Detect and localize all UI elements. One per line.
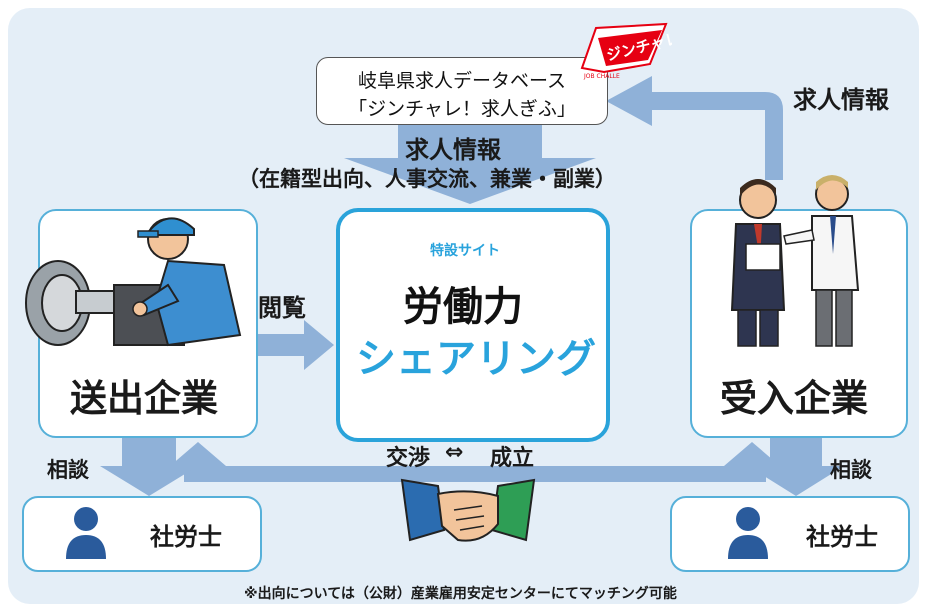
negotiation-right: 成立 [490, 446, 535, 471]
center-title-2: シェアリング [356, 336, 596, 382]
consult-left-label: 相談 [47, 458, 89, 482]
special-site-tag: 特設サイト [430, 243, 500, 259]
arrow-negotiation-bar [212, 466, 738, 482]
database-box: 岐阜県求人データベース 「ジンチャレ！求人ぎふ」 [316, 57, 608, 125]
receiver-company-box [690, 209, 908, 438]
arrow-receiver-to-db [606, 76, 783, 180]
right-info-label: 求人情報 [793, 86, 889, 114]
sharoushi-right-label: 社労士 [806, 523, 878, 551]
arrow-down-db-to-center [344, 124, 596, 204]
lathe-worker-illustration [25, 217, 242, 347]
negotiation-symbol: ⇔ [445, 440, 464, 465]
handshake-icon [400, 478, 536, 542]
top-info-title: 求人情報 [405, 136, 501, 164]
logo-sub: JOB CHALLE [583, 73, 620, 80]
person-icon [66, 507, 106, 559]
sender-label: 送出企業 [70, 377, 218, 420]
view-label: 閲覧 [258, 294, 306, 322]
sharoushi-right-box [670, 496, 910, 572]
arrow-consult-left [100, 436, 198, 496]
consult-right-label: 相談 [830, 458, 872, 482]
negotiation-left: 交渉 [386, 446, 431, 471]
arrow-view [256, 320, 334, 370]
person-icon [728, 507, 768, 559]
footnote: ※出向については（公財）産業雇用安定センターにてマッチング可能 [244, 586, 677, 602]
sharoushi-left-box [22, 496, 262, 572]
business-people-illustration [730, 175, 860, 347]
top-info-sub: （在籍型出向、人事交流、兼業・副業） [238, 167, 616, 191]
arrow-consult-right [748, 436, 844, 496]
sharing-site-box[interactable] [336, 208, 610, 442]
database-line-1: 岐阜県求人データベース [357, 70, 567, 92]
receiver-label: 受入企業 [720, 377, 868, 420]
sharoushi-left-label: 社労士 [150, 523, 222, 551]
logo-badge: ジンチャレ！ JOB CHALLE [580, 22, 672, 80]
database-line-2: 「ジンチャレ！求人ぎふ」 [348, 98, 576, 120]
center-title-1: 労働力 [403, 284, 523, 330]
